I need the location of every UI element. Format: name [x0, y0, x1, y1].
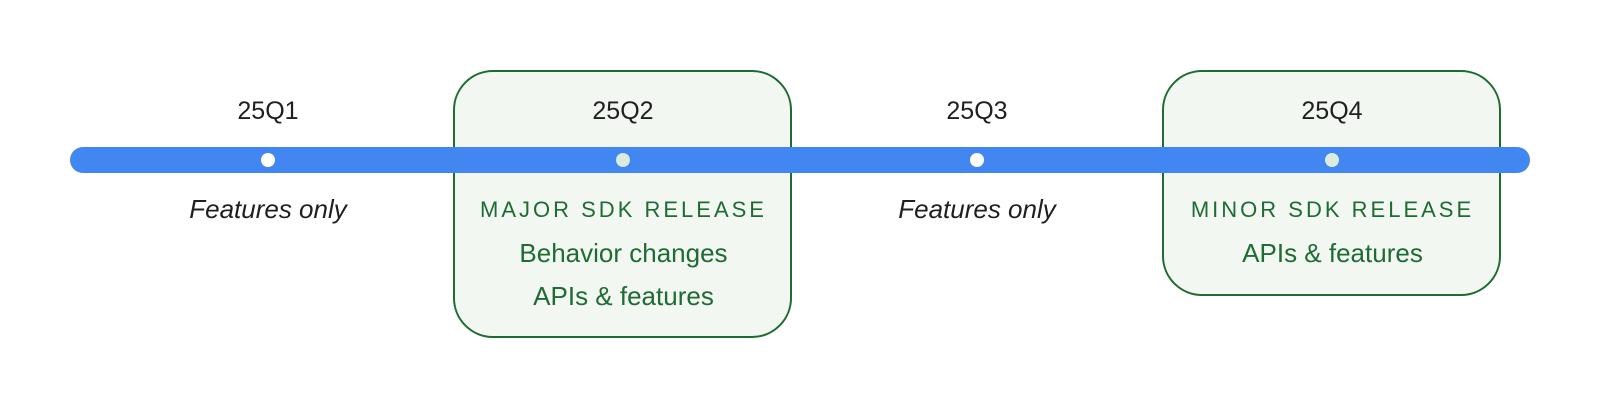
q3-features-note: Features only: [898, 194, 1056, 224]
quarter-label-q3: 25Q3: [946, 97, 1008, 125]
quarter-label-q2: 25Q2: [592, 97, 654, 125]
major-release-box: [453, 70, 792, 338]
minor-release-box: [1162, 70, 1501, 296]
timeline-bar: [70, 147, 1530, 173]
quarter-label-q1: 25Q1: [237, 97, 299, 125]
timeline-marker-q1: [261, 153, 275, 167]
major-release-detail-apis: APIs & features: [533, 281, 714, 311]
minor-release-title: MINOR SDK RELEASE: [1190, 197, 1475, 222]
major-release-title: MAJOR SDK RELEASE: [480, 197, 767, 222]
timeline-marker-q3: [970, 153, 984, 167]
major-release-detail-behavior: Behavior changes: [519, 238, 728, 268]
timeline-marker-q4: [1325, 153, 1339, 167]
minor-release-detail-apis: APIs & features: [1242, 238, 1423, 268]
quarter-label-q4: 25Q4: [1301, 97, 1363, 125]
timeline-marker-q2: [616, 153, 630, 167]
q1-features-note: Features only: [189, 194, 347, 224]
